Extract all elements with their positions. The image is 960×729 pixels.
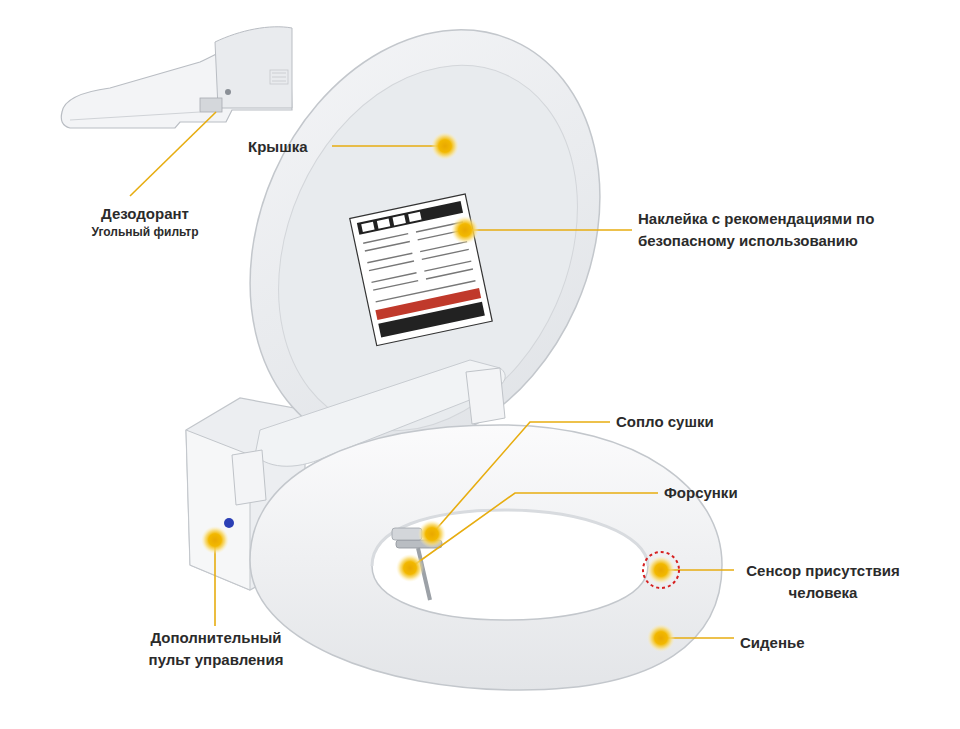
part-label: Наклейка с рекомендациями по безопасному… — [638, 208, 908, 252]
part-label: Сиденье — [740, 632, 840, 654]
part-label: Крышка — [248, 136, 328, 158]
leader-line — [130, 112, 734, 638]
part-label: Форсунки — [664, 482, 774, 504]
part-label: Сенсор присутствия человека — [738, 560, 908, 604]
part-label: Дополнительный пульт управления — [110, 627, 322, 671]
part-label: Угольный фильтр — [60, 224, 230, 240]
side-view-thumbnail — [61, 27, 292, 128]
seat — [250, 425, 722, 690]
sensor-marker — [643, 552, 679, 588]
safety-sticker — [350, 194, 492, 346]
part-label: Дезодорант — [60, 203, 230, 225]
callout-dot — [201, 132, 675, 652]
part-label: Сопло сушки — [616, 411, 736, 433]
